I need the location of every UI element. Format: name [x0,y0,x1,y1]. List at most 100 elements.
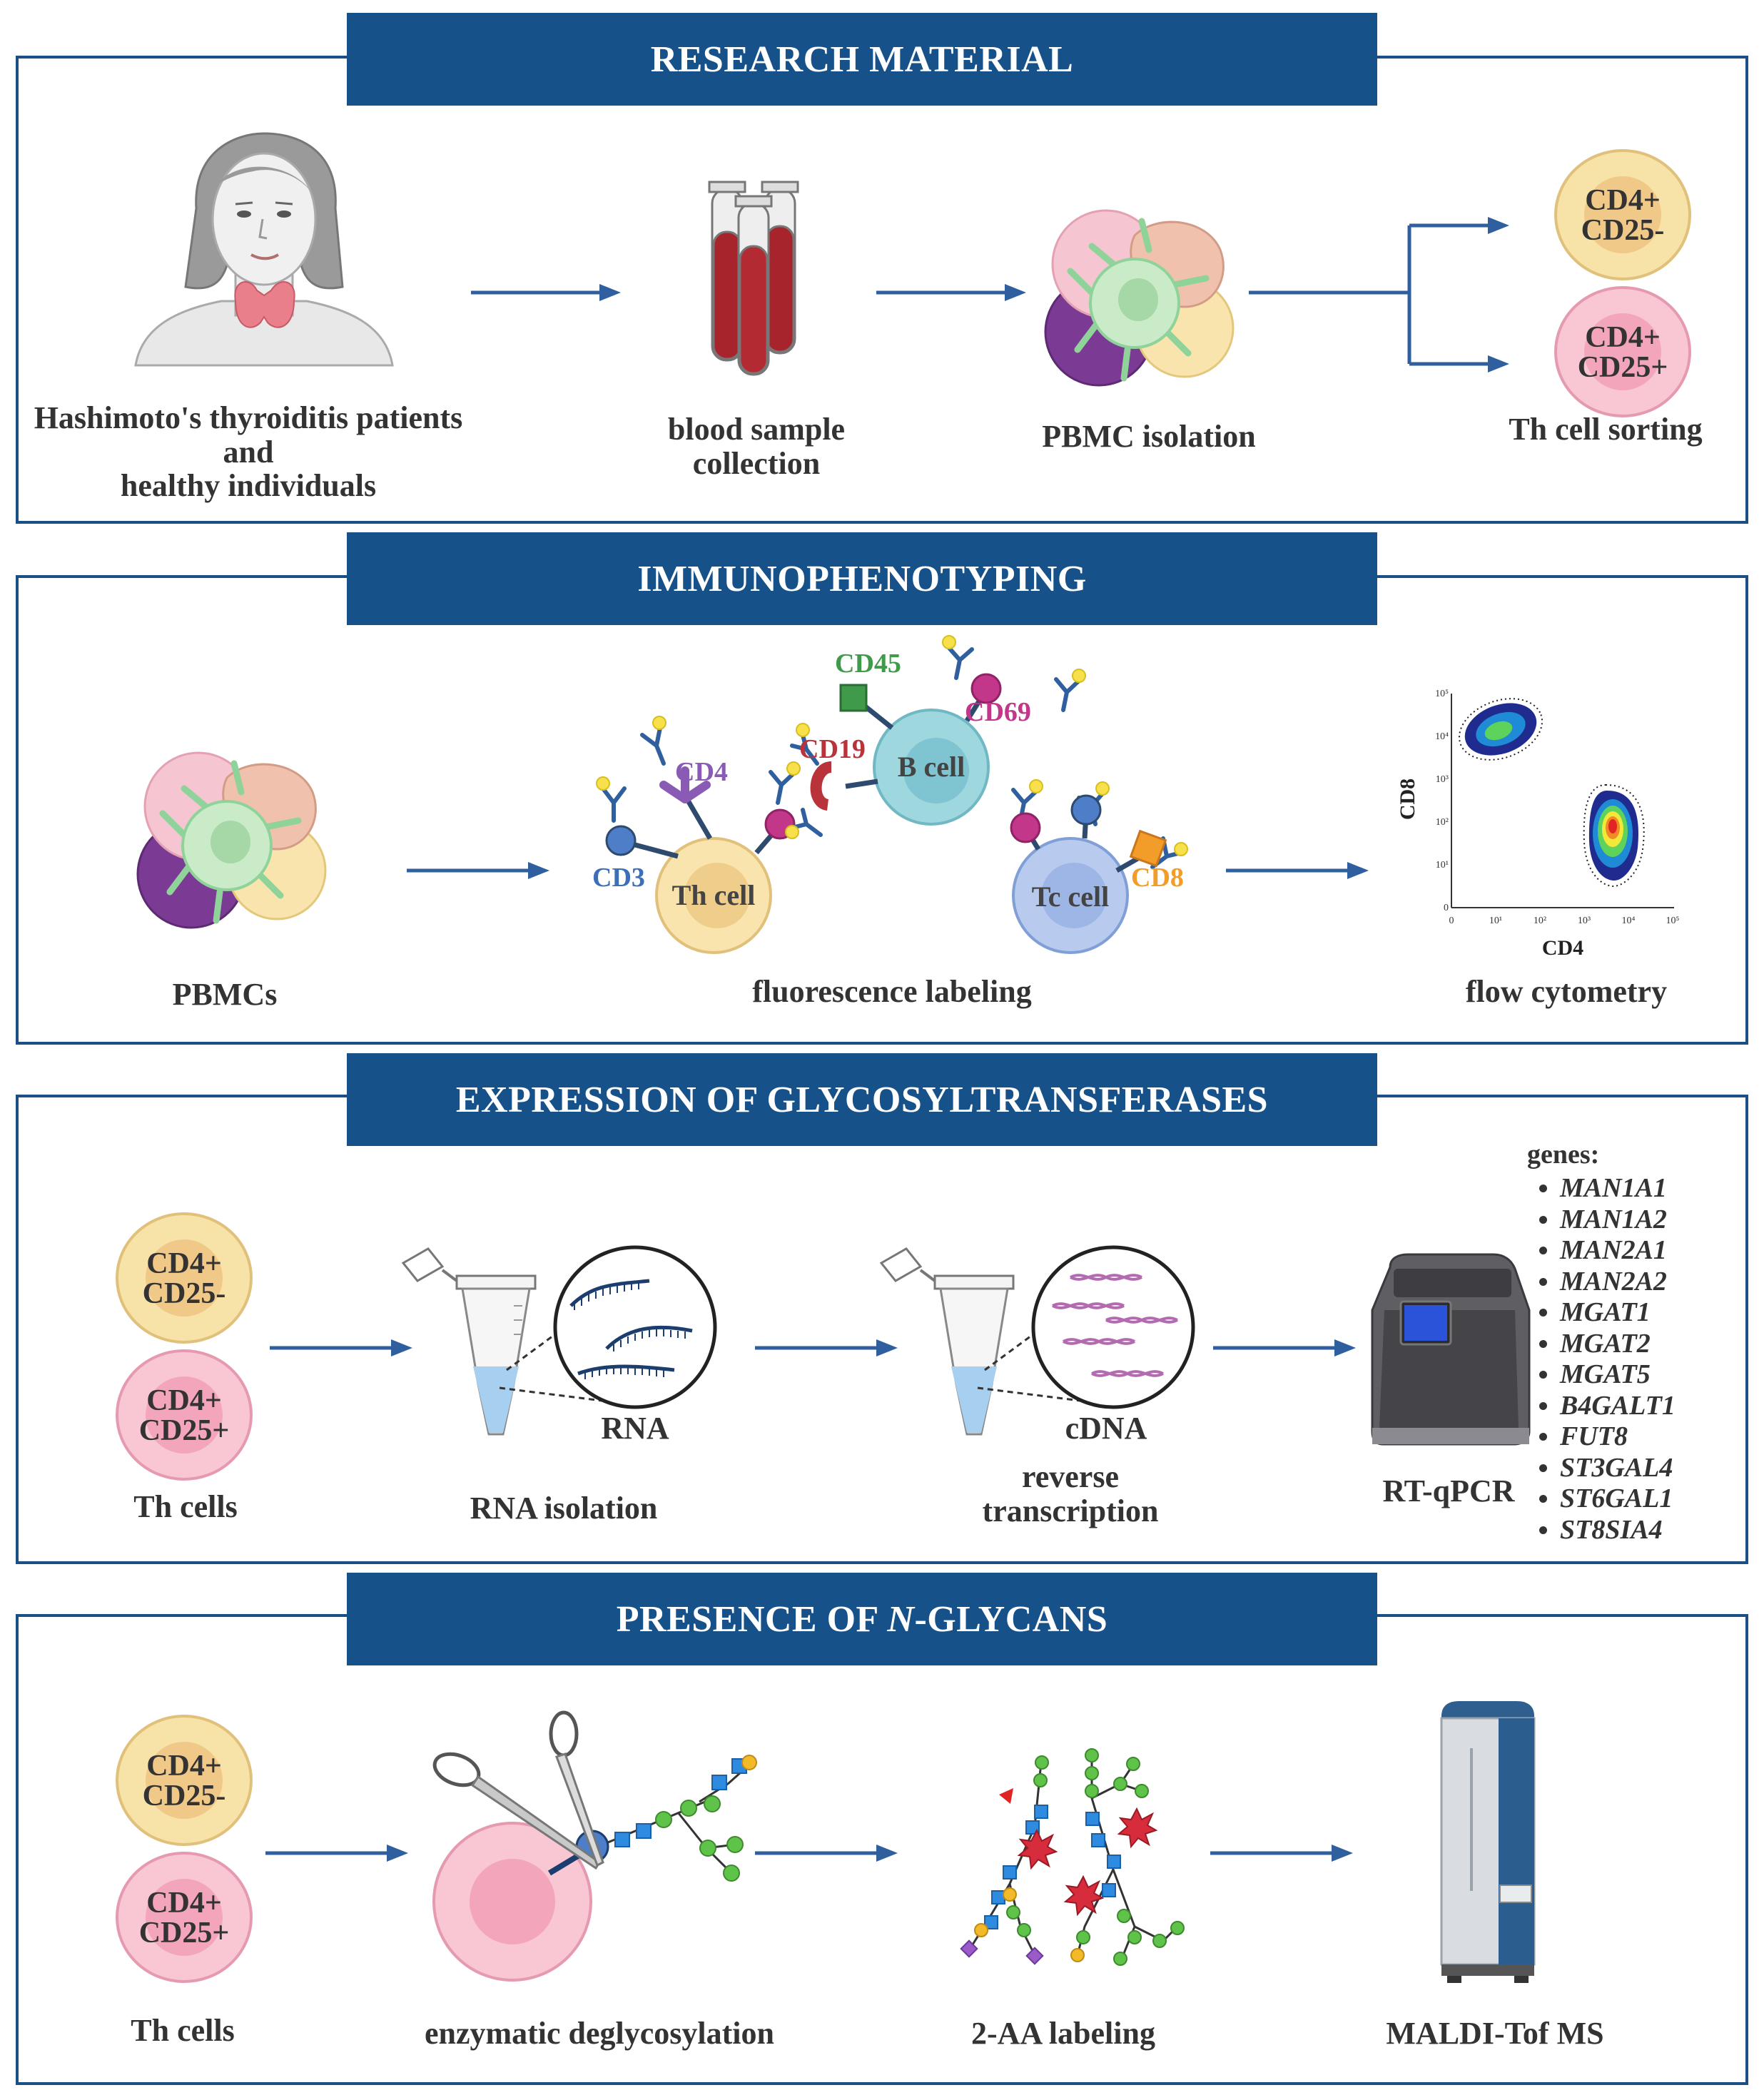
arrow-right-icon [471,284,621,301]
fluorescence-labeling-label: fluorescence labeling [752,974,1032,1009]
cd25-negative-cell: CD4+ CD25- [1554,149,1691,280]
gene-item: ST3GAL4 [1560,1453,1676,1484]
arrow-right-icon [270,1339,412,1356]
fluorescence-labeling-illustration: Th cell B cell Tc cell CD45 CD69 CD19 CD… [592,635,1188,954]
cd45-label: CD45 [835,649,901,679]
rt-qpcr-label: RT-qPCR [1382,1473,1515,1508]
gene-item: ST8SIA4 [1560,1515,1676,1546]
y-tick: 0 [1444,903,1449,913]
gene-item: MAN1A1 [1560,1173,1676,1204]
y-tick: 10³ [1436,774,1449,785]
pbmc-isolation-label: PBMC isolation [1042,419,1256,454]
flow-cytometry-plot: 0 10¹ 10² 10³ 10⁴ 10⁵ 0 10¹ 10² 10³ 10⁴ … [1396,689,1680,960]
y-tick: 10² [1436,817,1449,828]
cd25-positive-line1: CD4+ [1585,321,1661,354]
gene-item: MAN1A2 [1560,1204,1676,1236]
glycans-banner: PRESENCE OF N-GLYCANS [347,1573,1377,1665]
th-cell-label: Th cell [672,879,756,911]
gene-item: MGAT5 [1560,1359,1676,1391]
x-tick: 10⁴ [1622,915,1636,926]
cd25-negative-line1: CD4+ [146,1750,222,1782]
cd25-negative-line2: CD25- [1581,214,1665,247]
tc-cell-label: Tc cell [1032,881,1110,913]
genes-items: MAN1A1 MAN1A2 MAN2A1 MAN2A2 MGAT1 MGAT2 … [1527,1173,1676,1546]
gene-item: MAN2A1 [1560,1235,1676,1267]
genes-header: genes: [1527,1140,1600,1170]
arrow-right-icon [755,1339,898,1356]
cd3-label: CD3 [592,863,645,893]
arrow-right-icon [1210,1845,1353,1862]
rna-tag: RNA [601,1411,669,1446]
arrow-right-icon [1213,1339,1356,1356]
cd8-label: CD8 [1131,863,1184,893]
gene-item: FUT8 [1560,1421,1676,1453]
th-cell-sorting-label: Th cell sorting [1509,412,1703,447]
cd69-label: CD69 [965,697,1031,727]
cdna-tube-illustration [879,1245,1195,1436]
deglycosylation-illustration [432,1710,757,1982]
b-cell-label: B cell [898,751,965,783]
pbmc-cluster-illustration [1044,209,1235,387]
gene-item: B4GALT1 [1560,1391,1676,1422]
subject-label-line2: and [223,434,274,470]
cd25-positive-cell: CD4+ CD25+ [1554,286,1691,417]
gene-item: MGAT1 [1560,1297,1676,1329]
cd25-positive-line1: CD4+ [146,1384,222,1417]
x-tick: 10² [1534,915,1546,926]
blood-label-line1: blood sample [667,412,846,447]
arrow-right-icon [755,1845,898,1862]
cd25-positive-line2: CD25+ [139,1414,230,1447]
maldi-tof-ms-label: MALDI-Tof MS [1386,2016,1604,2051]
glycans-title-prefix: PRESENCE OF [616,1598,888,1640]
reverse-transcription-label: reverse transcription [921,1460,1220,1528]
pbmcs-illustration [136,751,327,929]
aa-labeling-label: 2-AA labeling [971,2016,1155,2051]
y-tick: 10¹ [1436,860,1449,871]
qpcr-machine-illustration [1371,1253,1531,1446]
x-tick: 10⁵ [1666,915,1680,926]
cd25-negative-line2: CD25- [143,1780,226,1812]
cd4-label: CD4 [675,757,728,787]
subject-label-line1: Hashimoto's thyroiditis patients [34,400,463,435]
flow-y-axis-label: CD8 [1396,778,1419,820]
x-tick: 10¹ [1489,915,1502,926]
maldi-instrument-illustration [1440,1701,1536,1983]
blood-label: blood sample collection [614,412,899,480]
cd25-negative-cell: CD4+ CD25- [116,1212,253,1344]
gene-item: ST6GAL1 [1560,1483,1676,1515]
cd25-negative-cell: CD4+ CD25- [116,1715,253,1846]
glycans-title-italic: N [887,1598,915,1640]
blood-label-line2: collection [692,445,821,481]
patient-illustration [134,132,394,367]
arrow-right-icon [265,1845,408,1862]
cd25-positive-cell: CD4+ CD25+ [116,1852,253,1983]
th-cells-label: Th cells [131,2013,235,2048]
enzymatic-deglycosylation-label: enzymatic deglycosylation [424,2016,775,2051]
labeled-glycans-illustration [960,1748,1185,1966]
branch-arrow-icon [1249,217,1509,372]
subject-label-line3: healthy individuals [120,468,377,504]
x-tick: 10³ [1578,915,1591,926]
th-cells-label: Th cells [133,1489,238,1524]
arrow-right-icon [876,284,1026,301]
x-tick: 0 [1449,915,1454,926]
reverse-transcription-line2: transcription [982,1493,1159,1528]
rna-isolation-label: RNA isolation [470,1491,658,1526]
y-tick: 10⁵ [1435,689,1449,699]
reverse-transcription-line1: reverse [1022,1459,1119,1494]
flow-cytometry-label: flow cytometry [1465,974,1668,1009]
expression-banner: EXPRESSION OF GLYCOSYLTRANSFERASES [347,1053,1377,1146]
subject-label: Hashimoto's thyroiditis patients and hea… [13,401,484,503]
research-material-banner: RESEARCH MATERIAL [347,13,1377,106]
gene-item: MGAT2 [1560,1329,1676,1360]
arrow-right-icon [1226,862,1369,879]
research-material-panel [16,56,1748,524]
cdna-tag: cDNA [1065,1411,1147,1446]
cd25-positive-line1: CD4+ [146,1887,222,1919]
cd25-positive-line2: CD25+ [139,1917,230,1949]
genes-list: genes: MAN1A1 MAN1A2 MAN2A1 MAN2A2 MGAT1… [1527,1139,1676,1546]
y-tick: 10⁴ [1435,731,1449,742]
glycans-title-suffix: -GLYCANS [914,1598,1108,1640]
cd25-positive-line2: CD25+ [1578,351,1668,384]
arrow-right-icon [407,862,549,879]
